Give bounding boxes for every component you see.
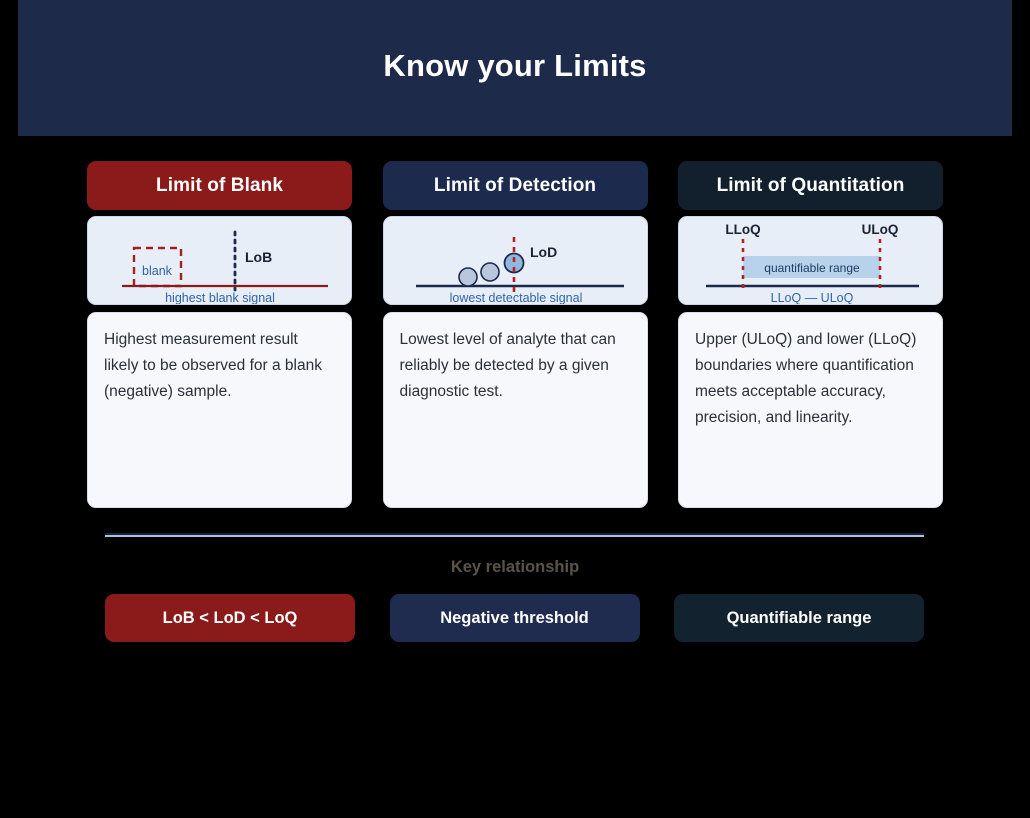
diagram-caption: LLoQ — ULoQ [771,291,854,304]
diagram-limit-of-blank: blank LoB highest blank signal [87,216,352,305]
diagram-caption: highest blank signal [165,291,275,304]
diagram-limit-of-detection: LoD lowest detectable signal [382,216,648,305]
uloq-label: ULoQ [862,222,899,237]
pill-label: Negative threshold [440,608,589,627]
description-limit-of-detection: Lowest level of analyte that can reliabl… [382,312,648,508]
header-banner: Know your Limits [18,0,1012,136]
blank-box-label: blank [142,264,173,278]
diagram-caption: lowest detectable signal [449,291,582,304]
signal-dot-icon [457,267,478,287]
lloq-label: LLoQ [725,222,760,237]
column-header-limit-of-quantitation[interactable]: Limit of Quantitation [678,161,943,210]
pill-label: Quantifiable range [726,608,872,627]
loq-diagram-svg: LLoQ ULoQ quantifiable range LLoQ — ULoQ [706,222,919,304]
lob-diagram-svg: blank LoB highest blank signal [122,230,328,304]
pill-negative-threshold[interactable]: Negative threshold [389,594,640,642]
column-header-limit-of-blank[interactable]: Limit of Blank [87,161,352,210]
quantifiable-range-band [743,256,880,278]
section-divider [105,533,924,537]
description-limit-of-quantitation: Upper (ULoQ) and lower (LLoQ) boundaries… [678,312,943,508]
diagram-limit-of-quantitation: LLoQ ULoQ quantifiable range LLoQ — ULoQ [678,216,943,305]
key-relationship-label: Key relationship [450,558,580,576]
lod-marker-label: LoD [530,244,557,260]
concept-columns: Limit of Blank blank LoB highest blank s… [87,161,943,508]
column-header-limit-of-detection[interactable]: Limit of Detection [382,161,648,210]
lod-diagram-svg: LoD lowest detectable signal [415,237,624,304]
pill-order-relationship[interactable]: LoB < LoD < LoQ [105,594,355,642]
column-limit-of-blank: Limit of Blank blank LoB highest blank s… [87,161,352,508]
pill-label: LoB < LoD < LoQ [162,608,298,627]
column-limit-of-quantitation: Limit of Quantitation LLoQ ULoQ quantifi… [678,161,943,508]
pill-quantifiable-range[interactable]: Quantifiable range [674,594,924,642]
summary-pills: LoB < LoD < LoQ Negative threshold Quant… [105,594,924,642]
column-header-label: Limit of Quantitation [716,174,905,196]
signal-dot-icon [479,262,500,282]
description-limit-of-blank: Highest measurement result likely to be … [87,312,352,508]
lob-marker-label: LoB [245,249,272,265]
page-title: Know your Limits [383,48,647,83]
column-header-label: Limit of Blank [155,174,283,196]
column-header-label: Limit of Detection [433,174,597,196]
quantifiable-range-label: quantifiable range [764,261,860,275]
signal-dot-highlight-icon [503,252,524,274]
column-limit-of-detection: Limit of Detection LoD lowest detectable… [382,161,648,508]
